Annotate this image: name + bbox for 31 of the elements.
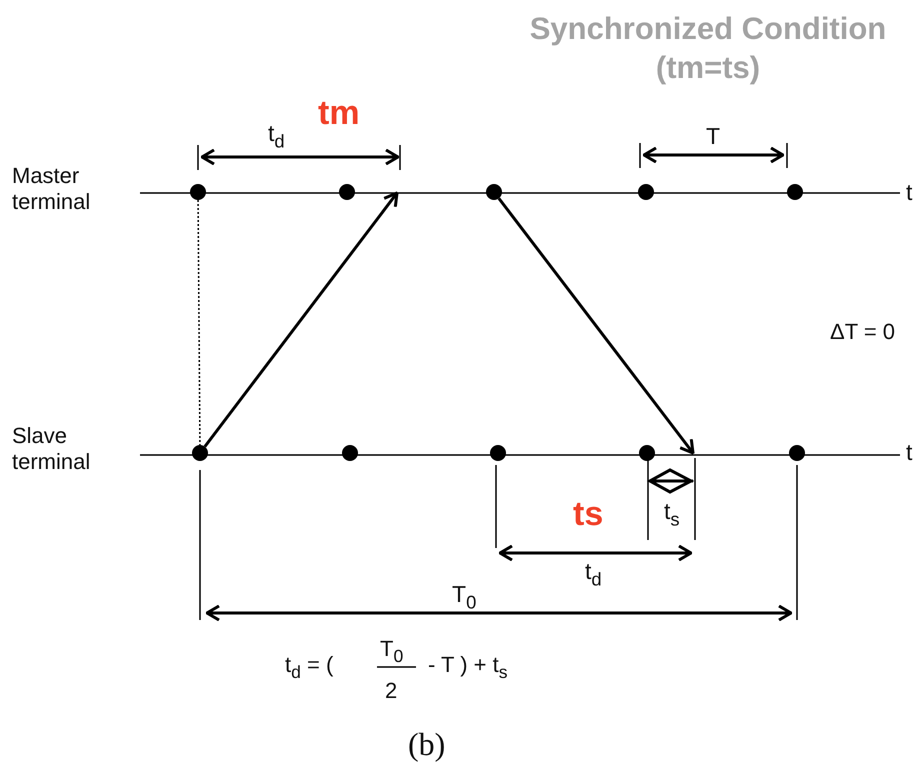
arrow <box>498 197 694 454</box>
condition-label: ΔT = 0 <box>830 321 896 343</box>
formula-text: - T ) + t$_{s}$ <box>428 654 508 682</box>
symbol-label: tm <box>318 96 360 130</box>
event-dot <box>787 184 803 200</box>
event-dot <box>192 445 208 461</box>
formula-text: t$_{d}$ = ( <box>285 654 334 682</box>
dimension-label: T <box>706 125 720 148</box>
timeline-label: Slave terminal <box>12 423 92 476</box>
event-dot <box>190 184 206 200</box>
dimension-label: T$_{0}$ <box>452 583 476 612</box>
axis-label: t <box>906 181 912 204</box>
event-dot <box>638 184 654 200</box>
dotted-line <box>197 200 201 445</box>
dimension-label: t$_{s}$ <box>664 500 680 529</box>
formula-text: 2 <box>385 680 398 702</box>
event-dot <box>342 445 358 461</box>
figure-caption: (b) <box>408 728 446 760</box>
dimension-label: t$_{d}$ <box>585 560 602 589</box>
timeline-label: Master terminal <box>12 163 92 216</box>
event-dot <box>789 445 805 461</box>
event-dot <box>486 184 502 200</box>
event-dot <box>639 445 655 461</box>
arrow <box>204 192 398 448</box>
event-dot <box>490 445 506 461</box>
formula-text: T$_{0}$ <box>380 638 404 666</box>
heading: Synchronized Condition (tm=ts) <box>528 10 888 87</box>
dimension-label: t$_{d}$ <box>268 122 285 151</box>
event-dot <box>339 184 355 200</box>
symbol-label: ts <box>573 497 604 531</box>
axis-label: t <box>906 441 912 464</box>
